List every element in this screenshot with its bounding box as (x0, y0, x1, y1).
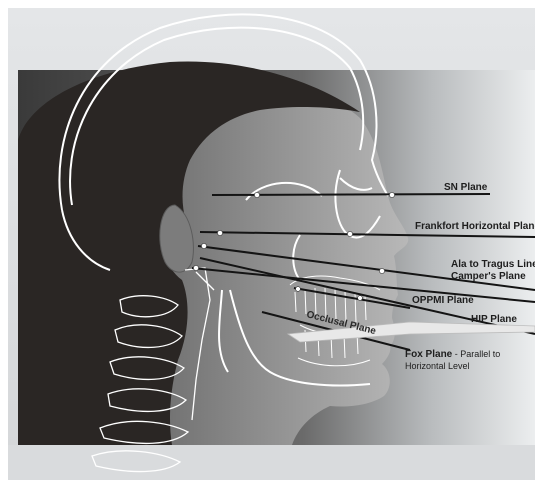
campers-plane-label: Camper's Plane (451, 271, 526, 282)
hip-plane-label: HIP Plane (471, 314, 517, 325)
oppmi-plane-label: OPPMI Plane (412, 295, 474, 306)
orbitale-point (347, 231, 352, 236)
fox-plane-label-desc-1: - Parallel to (452, 349, 500, 359)
nasion-point (389, 192, 394, 197)
tragus-point (201, 243, 206, 248)
hamular-point (193, 265, 198, 270)
porion-point (217, 230, 222, 235)
ala-tragus-label: Ala to Tragus Line (451, 259, 535, 270)
frankfort-plane-label: Frankfort Horizontal Plane (415, 221, 535, 232)
fox-plane-label-desc-2: Horizontal Level (405, 361, 470, 371)
sn-plane-line (212, 194, 490, 195)
lower-backdrop (8, 445, 535, 480)
sn-plane-label: SN Plane (444, 182, 488, 193)
fox-plane-label-bold: Fox Plane (405, 349, 453, 360)
ala-point (379, 268, 384, 273)
oppmi-point-1 (296, 287, 301, 292)
sella-point (254, 192, 259, 197)
oppmi-point-2 (358, 296, 363, 301)
fox-plane-label: Fox Plane - Parallel to (405, 349, 500, 360)
